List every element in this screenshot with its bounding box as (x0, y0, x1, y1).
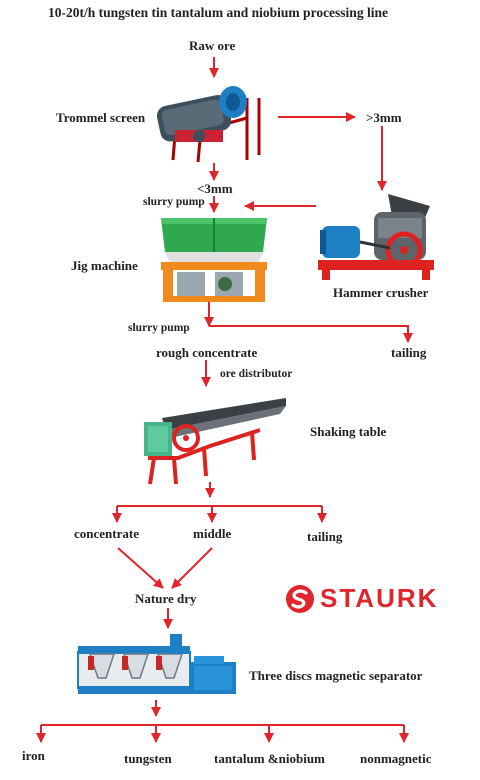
staurk-logo: STAURK (285, 582, 439, 616)
shaking-table-label: Shaking table (310, 424, 387, 439)
middle-label: middle (193, 526, 232, 541)
logo-text: STAURK (320, 583, 439, 613)
rough-concentrate-label: rough concentrate (156, 345, 258, 360)
tailing-label-2: tailing (307, 529, 343, 544)
jig-machine-label: Jig machine (71, 258, 138, 273)
slurry-pump-label-2: slurry pump (128, 322, 190, 334)
raw-ore-label: Raw ore (189, 38, 236, 53)
jig-machine-image (161, 218, 267, 302)
magnetic-separator-label: Three discs magnetic separator (249, 668, 423, 683)
page-title: 10-20t/h tungsten tin tantalum and niobi… (48, 5, 388, 20)
tungsten-label: tungsten (124, 751, 172, 766)
arrow-concentrate-to-dry (117, 547, 164, 589)
magnetic-separator-image (77, 634, 236, 694)
hammer-crusher-image (318, 194, 434, 280)
concentrate-label: concentrate (74, 526, 139, 541)
over-3mm-label: >3mm (366, 110, 402, 125)
tailing-label-1: tailing (391, 345, 427, 360)
nonmagnetic-label: nonmagnetic (360, 751, 432, 766)
nature-dry-label: Nature dry (135, 591, 197, 606)
trommel-screen-image (156, 86, 261, 163)
under-3mm-label: <3mm (197, 181, 233, 196)
trommel-screen-label: Trommel screen (56, 110, 146, 125)
staurk-logo-icon (286, 585, 314, 613)
iron-label: iron (22, 748, 45, 763)
ore-distributor-label: ore distributor (220, 368, 293, 380)
slurry-pump-label-1: slurry pump (143, 196, 205, 208)
shaking-table-image (144, 398, 286, 485)
hammer-crusher-label: Hammer crusher (333, 285, 429, 300)
arrow-jig-to-tailing (209, 325, 413, 343)
tantalum-niobium-label: tantalum &niobium (214, 751, 325, 766)
arrow-middle-to-dry (171, 547, 213, 589)
